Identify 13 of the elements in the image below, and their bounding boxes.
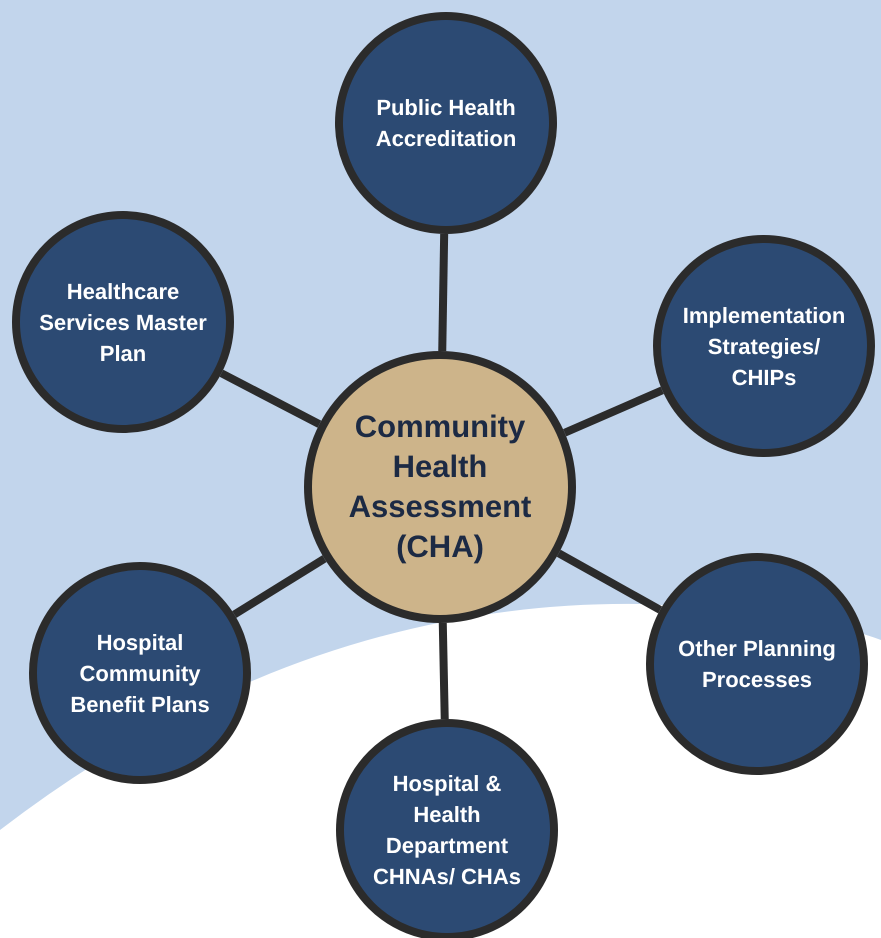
connector-line [438,234,448,352]
circle-label: Healthcare Services Master Plan [38,278,208,368]
circle-label: Hospital & Health Department CHNAs/ CHAs [372,770,522,891]
circle-label: Implementation Strategies/ CHIPs [682,302,846,392]
connector-line [563,386,664,436]
connector-line [232,555,327,618]
circle-label: Public Health Accreditation [374,94,518,153]
circle-label: Hospital Community Benefit Plans [69,628,211,718]
circle-label: Community Health Assessment (CHA) [348,408,532,566]
connector-line [556,550,662,614]
connector-line [438,622,449,720]
connector-line [220,370,322,428]
circle-label: Other Planning Processes [677,635,837,694]
